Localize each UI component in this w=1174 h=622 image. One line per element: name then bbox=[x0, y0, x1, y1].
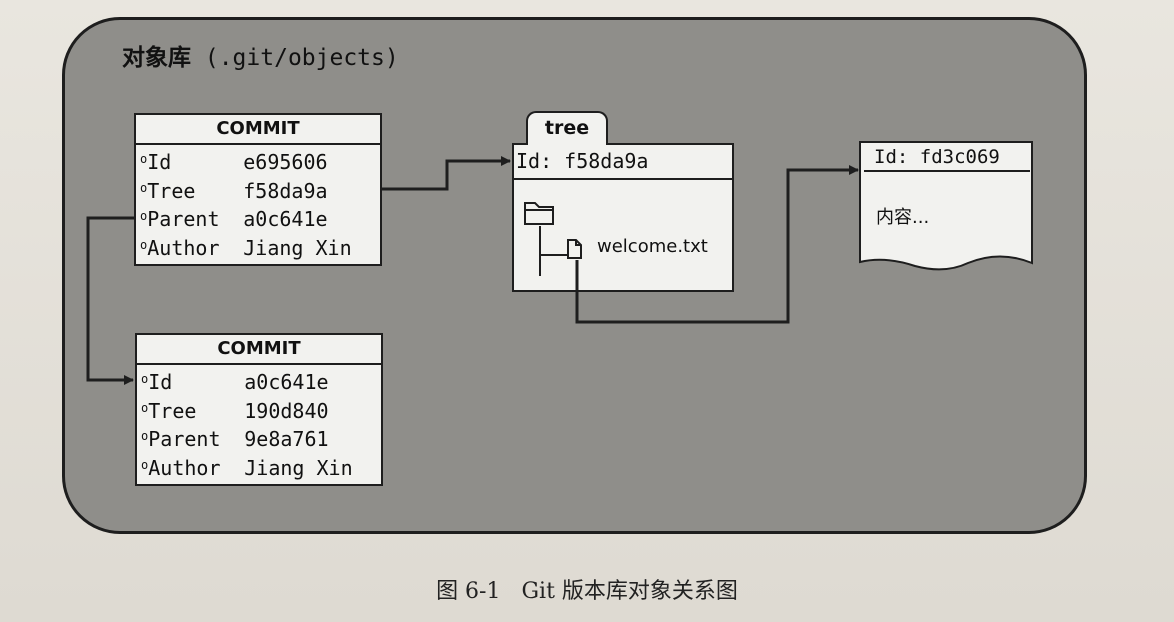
arrow-commit-to-tree bbox=[382, 156, 511, 191]
figure-caption: 图 6-1 Git 版本库对象关系图 bbox=[436, 579, 738, 604]
object-store-title-cn: 对象库 bbox=[122, 45, 191, 71]
blob-id: Id: fd3c069 bbox=[864, 144, 1030, 172]
arrow-tree-to-blob bbox=[575, 165, 859, 324]
tree-file-name: welcome.txt bbox=[597, 236, 708, 257]
tree-id: Id: f58da9a bbox=[514, 145, 732, 180]
commit-header: COMMIT bbox=[136, 115, 380, 145]
tree-branch-line bbox=[539, 226, 568, 276]
object-store-title-path: (.git/objects) bbox=[204, 45, 399, 71]
arrow-parent-to-commit bbox=[86, 216, 134, 385]
blob-object-box bbox=[859, 141, 1033, 271]
object-store-title: 对象库 (.git/objects) bbox=[122, 38, 399, 72]
file-icon bbox=[567, 239, 582, 259]
folder-icon bbox=[524, 202, 554, 225]
blob-content: 内容... bbox=[876, 207, 930, 228]
tree-tab-label: tree bbox=[526, 111, 608, 145]
commit-header: COMMIT bbox=[137, 335, 381, 365]
